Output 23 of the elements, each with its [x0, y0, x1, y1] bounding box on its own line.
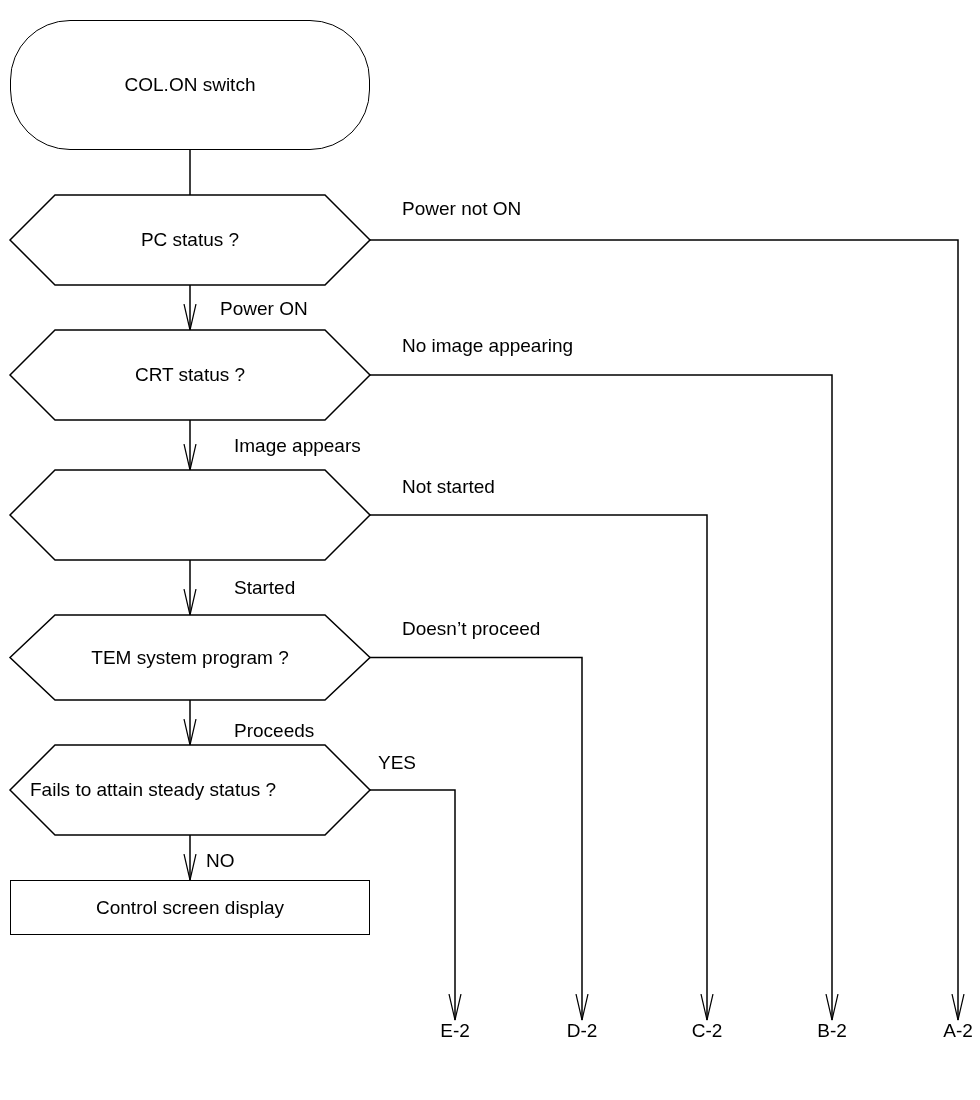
node-text: TEM system program ?	[91, 645, 289, 670]
arrow	[369, 789, 462, 1021]
process-box	[10, 880, 370, 935]
off-page-reference: E-2	[440, 1020, 470, 1042]
connector-line	[189, 149, 191, 196]
node-text: Control screen display	[96, 895, 284, 920]
arrow	[369, 239, 965, 1021]
node-text: PC status ?	[140, 228, 240, 252]
node-text: Fails to attain steady status ?	[30, 778, 277, 802]
arrow	[183, 559, 197, 616]
arrow	[369, 374, 839, 1021]
off-page-reference: D-2	[566, 1020, 598, 1042]
off-page-reference: A-2	[943, 1020, 973, 1042]
arrow	[183, 834, 197, 881]
node-text: CRT status ?	[134, 363, 246, 387]
arrow	[183, 284, 197, 331]
off-page-reference: C-2	[691, 1020, 723, 1042]
node-text: COL.ON switch	[124, 73, 256, 97]
arrow	[369, 656, 589, 1021]
arrow	[183, 419, 197, 471]
off-page-reference: B-2	[817, 1020, 847, 1042]
arrow	[183, 699, 197, 746]
arrow	[369, 514, 714, 1021]
